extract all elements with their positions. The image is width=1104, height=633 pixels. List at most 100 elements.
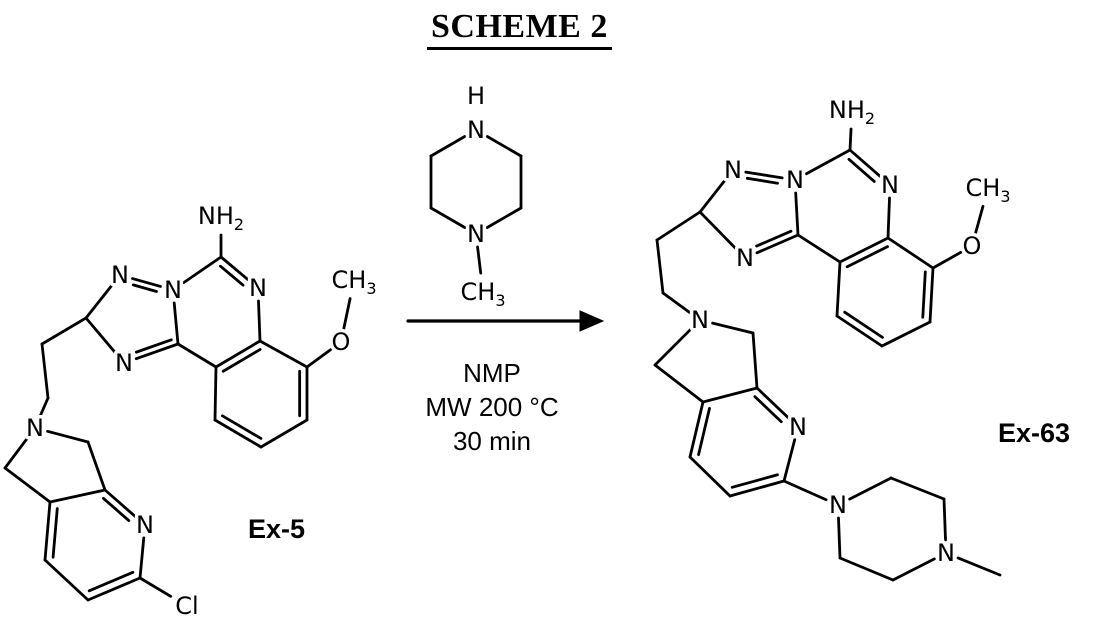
bond (796, 233, 842, 264)
atom-label-n: N (789, 413, 807, 441)
bond (889, 476, 946, 501)
bond (891, 557, 936, 582)
bond (843, 310, 884, 339)
bond (485, 206, 523, 229)
bond (213, 365, 218, 422)
atom-label-n: N (136, 511, 154, 539)
atom-label-o: O (332, 328, 351, 356)
bond (43, 500, 52, 562)
atom-label-cl: Cl (175, 592, 198, 620)
bond (3, 466, 52, 504)
bond (219, 255, 250, 282)
bond (259, 418, 309, 449)
bond (880, 320, 932, 348)
bond (755, 233, 800, 255)
atom-label-o: O (963, 232, 982, 260)
atom-label-ch3: CH3 (966, 174, 1011, 206)
bond (655, 238, 665, 295)
bond (138, 536, 146, 580)
arrow-head (579, 310, 605, 332)
bond (3, 436, 29, 470)
bond (698, 210, 738, 251)
bond (974, 204, 985, 235)
bond (653, 363, 705, 404)
atom-label-ch3: CH3 (332, 266, 377, 298)
bond (838, 556, 895, 582)
atom-label-ch3: CH3 (461, 278, 506, 310)
bond (921, 270, 927, 319)
bond (688, 400, 705, 459)
bond (847, 157, 876, 183)
bond (131, 277, 162, 288)
bond (697, 406, 711, 456)
bond (476, 245, 483, 275)
bond (257, 299, 262, 343)
atom-label-h: H (467, 82, 485, 110)
atom-label-n: N (736, 244, 754, 272)
bond (805, 148, 852, 176)
atom-label-n: N (881, 171, 899, 199)
bond (485, 135, 523, 158)
bond (342, 297, 352, 331)
bond (134, 342, 180, 361)
bond (956, 556, 1002, 577)
bond (745, 176, 779, 185)
atom-label-n: N (724, 156, 742, 184)
bond (214, 339, 262, 369)
bond (755, 229, 793, 248)
atom-label-n: N (467, 220, 485, 248)
atom-label-n: N (691, 306, 709, 334)
bond (102, 496, 131, 522)
atom-label-nh2: NH2 (198, 202, 244, 234)
bond (755, 386, 790, 420)
bond (86, 576, 142, 602)
bond (701, 386, 759, 404)
bond (928, 266, 935, 324)
atom-label-n: N (115, 349, 133, 377)
bond (220, 414, 263, 440)
bond (219, 264, 245, 287)
bond (698, 178, 727, 214)
condition-solvent: NMP (463, 358, 521, 388)
condition-time: 30 min (452, 426, 532, 456)
bond (845, 245, 889, 269)
bond (837, 516, 842, 560)
bond (886, 236, 935, 270)
bond (942, 497, 947, 542)
bond (40, 342, 50, 400)
compound-label-ex5: Ex-5 (248, 514, 306, 544)
bond (688, 455, 732, 498)
bond (730, 473, 779, 489)
bond (848, 148, 882, 178)
bond (40, 316, 88, 346)
bond (751, 331, 759, 390)
bond (38, 396, 50, 418)
bond (305, 348, 332, 369)
bond (744, 170, 784, 180)
scheme-title: SCHEME 2 (427, 8, 612, 50)
bond (138, 576, 173, 598)
bond (84, 283, 114, 320)
bond (221, 348, 262, 373)
bond (429, 135, 467, 158)
bond (753, 395, 783, 424)
bond (213, 418, 263, 449)
bond (661, 291, 691, 314)
atom-label-n: N (829, 491, 847, 519)
bond (84, 316, 118, 355)
bond (172, 301, 180, 346)
bond (182, 255, 223, 285)
bond (51, 507, 59, 559)
condition-temperature: MW 200 °C (425, 392, 559, 422)
bond (46, 429, 90, 444)
bond (103, 488, 137, 518)
bond (848, 476, 893, 501)
bond (886, 196, 891, 240)
bond (429, 206, 467, 229)
bond (835, 260, 842, 318)
bond (48, 488, 107, 504)
bond (176, 342, 218, 369)
